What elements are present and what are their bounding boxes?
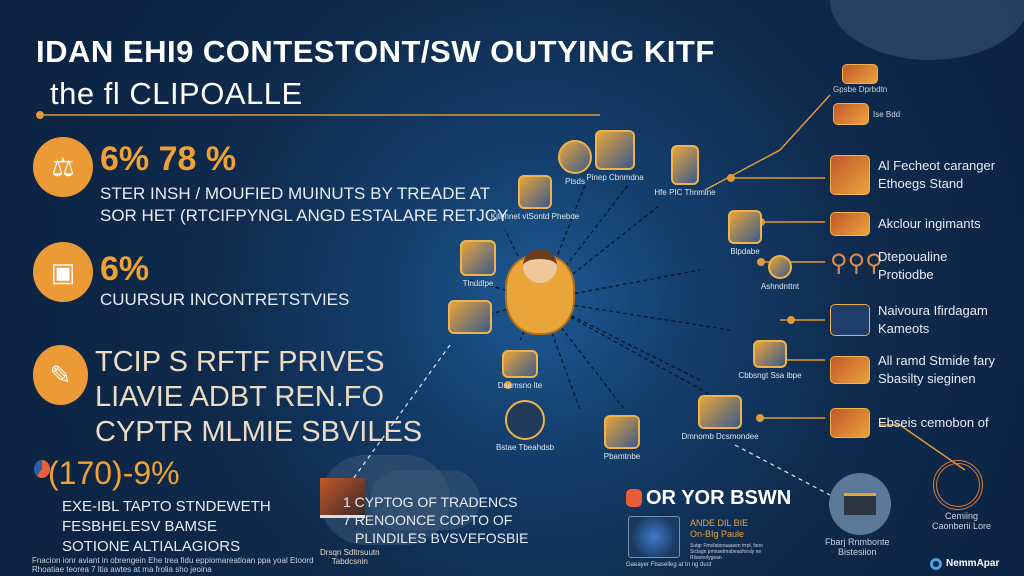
title-line-2: the fl CLIPOALLE bbox=[50, 76, 303, 111]
node-label: Ptsds bbox=[564, 177, 585, 186]
coin-icon bbox=[842, 64, 879, 84]
chart-icon bbox=[830, 304, 870, 336]
person-node-icon bbox=[595, 130, 635, 170]
coin-node-icon bbox=[768, 255, 792, 279]
node-label: Hfe PIC Thnmine bbox=[654, 188, 716, 197]
stat-text: FESBHELESV BAMSE bbox=[62, 518, 218, 535]
cloud-list-item: PLINDILES BVSVEFOSBIE bbox=[355, 530, 529, 546]
security-node-icon bbox=[505, 400, 545, 440]
box-node-icon bbox=[502, 350, 538, 378]
card-title: ANDE DIL BIE On-BIg Paule bbox=[690, 518, 749, 539]
logo-icon bbox=[930, 558, 942, 570]
right-item-label: Dtepoualine Protiodbe bbox=[878, 249, 948, 282]
lock-icon bbox=[626, 489, 642, 507]
card-caption: Gaeayer Fbaselleg at tn ng dust bbox=[626, 562, 712, 568]
market-node-icon bbox=[604, 415, 640, 449]
trading-machine-icon bbox=[320, 478, 365, 518]
tips-heading: TCIP S RFTF PRIVES LIAVIE ADBT REN.FO CY… bbox=[95, 345, 422, 450]
stat-text: STER INSH / MOUFIED MUINUTS BY TREADE AT bbox=[100, 184, 491, 203]
laptop-icon bbox=[829, 473, 891, 535]
right-item-label: All ramd Stmide fary Sbasilty sieginen bbox=[878, 353, 996, 386]
tag-icon: ✎ bbox=[33, 345, 88, 405]
stat-value: 6% bbox=[100, 250, 150, 288]
footnote: Fnacion ionr aviant in obrengein Ehe tre… bbox=[32, 556, 314, 574]
dashboard-icon bbox=[830, 212, 870, 236]
device-caption: Fbarj Rnmbonte Bistesiion bbox=[825, 537, 890, 557]
stat-text: SOTIONE ALTIALAGIORS bbox=[62, 538, 241, 555]
footnote-line: Rhoatiae teorea 7 ltia awtes at ma froli… bbox=[32, 565, 212, 574]
node-label: Dmnomb Dcsmondee bbox=[681, 432, 759, 441]
stat-text-block: EXE-IBL TAPTO STNDEWETH FESBHELESV BAMSE… bbox=[62, 497, 271, 557]
document-node-icon bbox=[728, 210, 762, 244]
cloud-shape bbox=[370, 470, 480, 530]
laptop-screen bbox=[844, 493, 876, 515]
cloud-list-item: 1 CYPTOG OF TRADENCS bbox=[343, 494, 518, 510]
node-label: Pinep Cbnmdna bbox=[586, 173, 644, 182]
bank-node-icon bbox=[518, 175, 552, 209]
node-label: Pbamtnbe bbox=[603, 452, 641, 461]
stat-value: (170)-9% bbox=[48, 455, 180, 491]
cloud-caption: Drsqn Sdltrsuutn Tabdcsnin bbox=[320, 548, 380, 566]
bottom-heading: OR YOR BSWN bbox=[646, 487, 792, 509]
chart-node-icon bbox=[558, 140, 592, 174]
right-item-label: Akclour ingimants bbox=[878, 216, 981, 231]
scale-icon: ⚖ bbox=[33, 137, 93, 197]
tips-line: TCIP S RFTF PRIVES bbox=[95, 346, 385, 378]
character-head bbox=[523, 249, 557, 283]
node-label: Ashndnttnt bbox=[760, 282, 800, 291]
maze-caption: Cemiing Caonberii Lore bbox=[932, 511, 992, 531]
network-map-image bbox=[628, 516, 680, 558]
tips-line: CYPTR MLMIE SBVILES bbox=[95, 416, 423, 448]
coins-icon bbox=[830, 155, 870, 195]
document-icon: ▣ bbox=[33, 242, 93, 302]
shield-node-icon bbox=[671, 145, 699, 185]
right-item-label: Al Fecheot caranger Ethoegs Stand bbox=[878, 158, 996, 191]
node-label: Cbbsngt Ssa ibpe bbox=[738, 371, 802, 380]
stat-text: EXE-IBL TAPTO STNDEWETH bbox=[62, 498, 271, 515]
group-icon bbox=[830, 356, 870, 384]
maze-icon bbox=[933, 460, 983, 510]
node-label: Bstae Tbeahdsb bbox=[495, 443, 555, 452]
node-label: Tlnddlpe bbox=[462, 279, 494, 288]
right-item-label: Ise Bdd bbox=[873, 109, 901, 119]
stat-value: 6% 78 % bbox=[100, 140, 237, 178]
people-node-icon bbox=[448, 300, 492, 334]
footnote-line: Fnacion ionr aviant in obrengein Ehe tre… bbox=[32, 556, 314, 565]
tips-line: LIAVIE ADBT REN.FO bbox=[95, 381, 385, 413]
right-item-label: Gpsbe Dprbdtn bbox=[833, 85, 888, 94]
node-label: Kjtehnet vtSontd Phebde bbox=[490, 212, 580, 221]
pie-icon bbox=[34, 460, 50, 478]
bicycle-icon bbox=[833, 103, 869, 125]
stat-text: SOR HET (RTCIFPYNGL ANGD ESTALARE RETJCY bbox=[100, 206, 509, 225]
central-character-avatar bbox=[505, 249, 575, 335]
node-label: Blpdabe bbox=[730, 247, 760, 256]
coin-node-icon bbox=[460, 240, 496, 276]
stat-text: CUURSUR INCONTRETSTVIES bbox=[100, 290, 350, 309]
right-item-label: Ebseis cemobon of bbox=[878, 415, 989, 430]
cloud-list-item: 7 RENOONCE COPTO OF bbox=[343, 512, 513, 528]
node-label: Dsamsno lte bbox=[497, 381, 543, 390]
title-line-1: IDAN EHI9 CONTESTONT/SW OUTYING KITF bbox=[36, 34, 715, 69]
card-text: Sutgr Fmsfatonaaasen trrpl, fsno Siclagn… bbox=[690, 543, 763, 561]
right-item-label: Naivoura Ifirdagam Kameots bbox=[878, 303, 988, 336]
people-icon: ⚲⚲⚲ bbox=[830, 250, 883, 277]
cloud-list: 1 CYPTOG OF TRADENCS 7 RENOONCE COPTO OF… bbox=[343, 493, 529, 547]
chat-node-icon bbox=[753, 340, 787, 368]
desk-node-icon bbox=[698, 395, 742, 429]
brand-logo-text: NemmApar bbox=[946, 558, 1000, 569]
gears-icon bbox=[830, 408, 870, 438]
